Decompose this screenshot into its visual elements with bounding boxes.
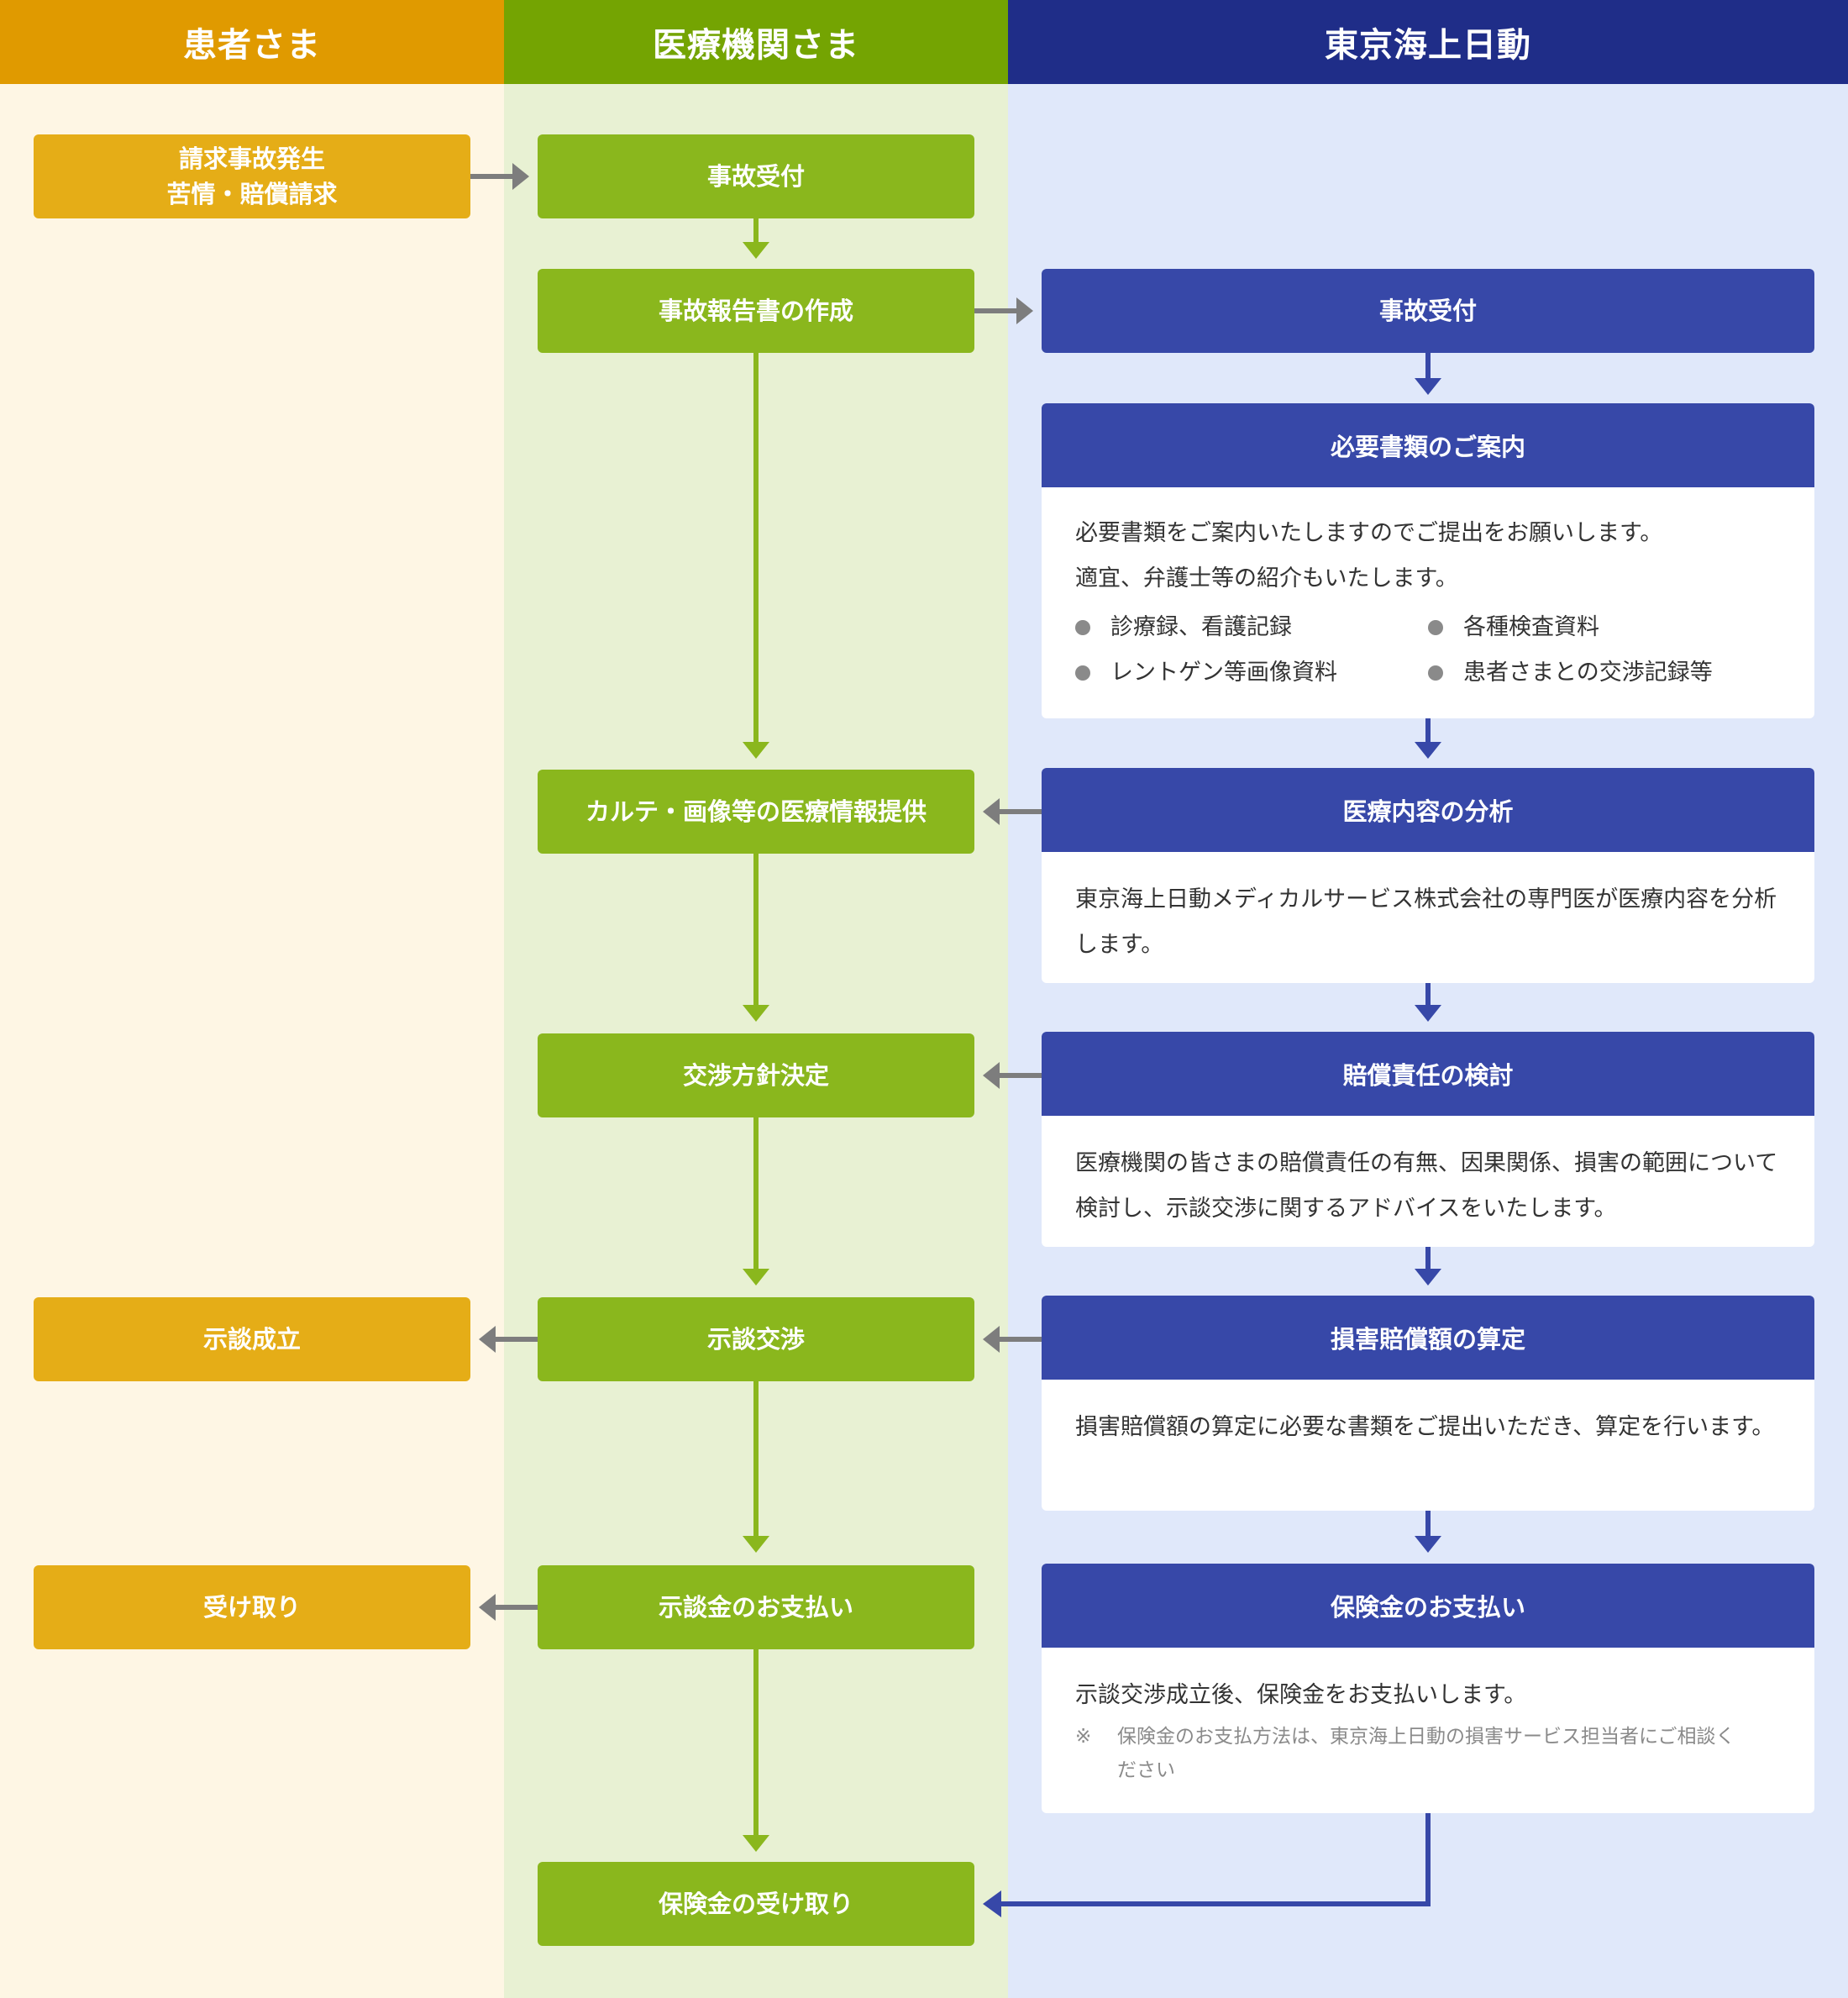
payment-note-text: 保険金のお支払方法は、東京海上日動の損害サービス担当者にご相談ください (1117, 1726, 1735, 1781)
payment-card-title: 保険金のお支払い (1042, 1564, 1814, 1648)
documents-bullet-text: 診療録、看護記録 (1110, 614, 1292, 640)
navy-arrowhead-5 (1415, 1536, 1441, 1553)
tokio-column-header: 東京海上日動 (1008, 0, 1848, 84)
payment-card-text: 示談交渉成立後、保険金をお支払いします。 (1075, 1682, 1527, 1708)
gray-arrowhead-2 (1016, 297, 1033, 324)
documents-bullet-text: 各種検査資料 (1463, 614, 1599, 640)
bullet-dot-icon (1428, 620, 1443, 635)
gray-connectors (470, 163, 1042, 1621)
patient-column-bg (0, 0, 504, 1998)
negotiation-box: 示談交渉 (538, 1297, 974, 1381)
medical-info-provision-box: カルテ・画像等の医療情報提供 (538, 770, 974, 854)
analysis-card-title: 医療内容の分析 (1042, 768, 1814, 852)
calculation-card-text: 損害賠償額の算定に必要な書類をご提出いただき、算定を行います。 (1075, 1414, 1775, 1440)
bullet-dot-icon (1428, 665, 1443, 681)
calculation-card-title: 損害賠償額の算定 (1042, 1296, 1814, 1380)
navy-connectors (983, 353, 1441, 1917)
green-arrowhead-6 (743, 1835, 769, 1852)
documents-card: 必要書類のご案内 必要書類をご案内いたしますのでご提出をお願いします。 適宜、弁… (1042, 403, 1814, 718)
patient-receipt-box: 受け取り (34, 1565, 470, 1649)
green-arrowhead-3 (743, 1005, 769, 1022)
payment-card: 保険金のお支払い 示談交渉成立後、保険金をお支払いします。 ※ 保険金のお支払方… (1042, 1564, 1814, 1813)
policy-decision-box: 交渉方針決定 (538, 1033, 974, 1117)
green-arrowhead-2 (743, 742, 769, 759)
calculation-card: 損害賠償額の算定 損害賠償額の算定に必要な書類をご提出いただき、算定を行います。 (1042, 1296, 1814, 1511)
navy-arrowhead-3 (1415, 1005, 1441, 1022)
documents-bullet-item: 各種検査資料 (1428, 605, 1781, 650)
gray-arrowhead-7 (479, 1594, 496, 1621)
liability-card: 賠償責任の検討 医療機関の皆さまの賠償責任の有無、因果関係、損害の範囲について検… (1042, 1032, 1814, 1247)
documents-text-line1: 必要書類をご案内いたしますのでご提出をお願いします。 (1075, 520, 1663, 546)
settlement-reached-box: 示談成立 (34, 1297, 470, 1381)
medical-accident-receipt-box: 事故受付 (538, 134, 974, 218)
gray-arrowhead-6 (479, 1326, 496, 1353)
accident-claim-box: 請求事故発生 苦情・賠償請求 (34, 134, 470, 218)
navy-arrowhead-6 (983, 1890, 1001, 1917)
documents-text-line2: 適宜、弁護士等の紹介もいたします。 (1075, 565, 1458, 592)
medical-column-header: 医療機関さま (504, 0, 1008, 84)
green-connectors (743, 218, 769, 1852)
payment-note: ※ 保険金のお支払方法は、東京海上日動の損害サービス担当者にご相談ください (1075, 1720, 1781, 1787)
gray-arrowhead-1 (512, 163, 529, 190)
navy-line-6 (1000, 1813, 1431, 1906)
accident-claim-line2: 苦情・賠償請求 (166, 180, 338, 208)
settlement-payment-box: 示談金のお支払い (538, 1565, 974, 1649)
liability-card-title: 賠償責任の検討 (1042, 1032, 1814, 1116)
accident-claim-line1: 請求事故発生 (178, 145, 325, 173)
documents-bullet-list: 診療録、看護記録 各種検査資料 レントゲン等画像資料 患者さまとの交渉記録等 (1075, 605, 1781, 696)
analysis-card-text: 東京海上日動メディカルサービス株式会社の専門医が医療内容を分析します。 (1075, 886, 1777, 958)
green-arrowhead-4 (743, 1269, 769, 1286)
navy-arrowhead-1 (1415, 378, 1441, 395)
bullet-dot-icon (1075, 665, 1090, 681)
bullet-dot-icon (1075, 620, 1090, 635)
gray-arrowhead-5 (983, 1326, 1000, 1353)
documents-bullet-text: レントゲン等画像資料 (1110, 660, 1337, 686)
navy-arrowhead-4 (1415, 1269, 1441, 1286)
green-arrowhead-1 (743, 242, 769, 259)
report-creation-box: 事故報告書の作成 (538, 269, 974, 353)
documents-bullet-item: 診療録、看護記録 (1075, 605, 1428, 650)
note-mark: ※ (1075, 1726, 1092, 1748)
patient-column-header: 患者さま (0, 0, 504, 84)
tokio-accident-receipt-box: 事故受付 (1042, 269, 1814, 353)
gray-arrowhead-3 (983, 798, 1000, 825)
documents-card-title: 必要書類のご案内 (1042, 403, 1814, 487)
documents-bullet-text: 患者さまとの交渉記録等 (1463, 660, 1713, 686)
navy-arrowhead-2 (1415, 742, 1441, 759)
documents-bullet-item: レントゲン等画像資料 (1075, 650, 1428, 696)
liability-card-text: 医療機関の皆さまの賠償責任の有無、因果関係、損害の範囲について検討し、示談交渉に… (1075, 1150, 1778, 1222)
insurance-receipt-box: 保険金の受け取り (538, 1862, 974, 1946)
analysis-card: 医療内容の分析 東京海上日動メディカルサービス株式会社の専門医が医療内容を分析し… (1042, 768, 1814, 983)
documents-bullet-item: 患者さまとの交渉記録等 (1428, 650, 1781, 696)
green-arrowhead-5 (743, 1536, 769, 1553)
gray-arrowhead-4 (983, 1062, 1000, 1089)
